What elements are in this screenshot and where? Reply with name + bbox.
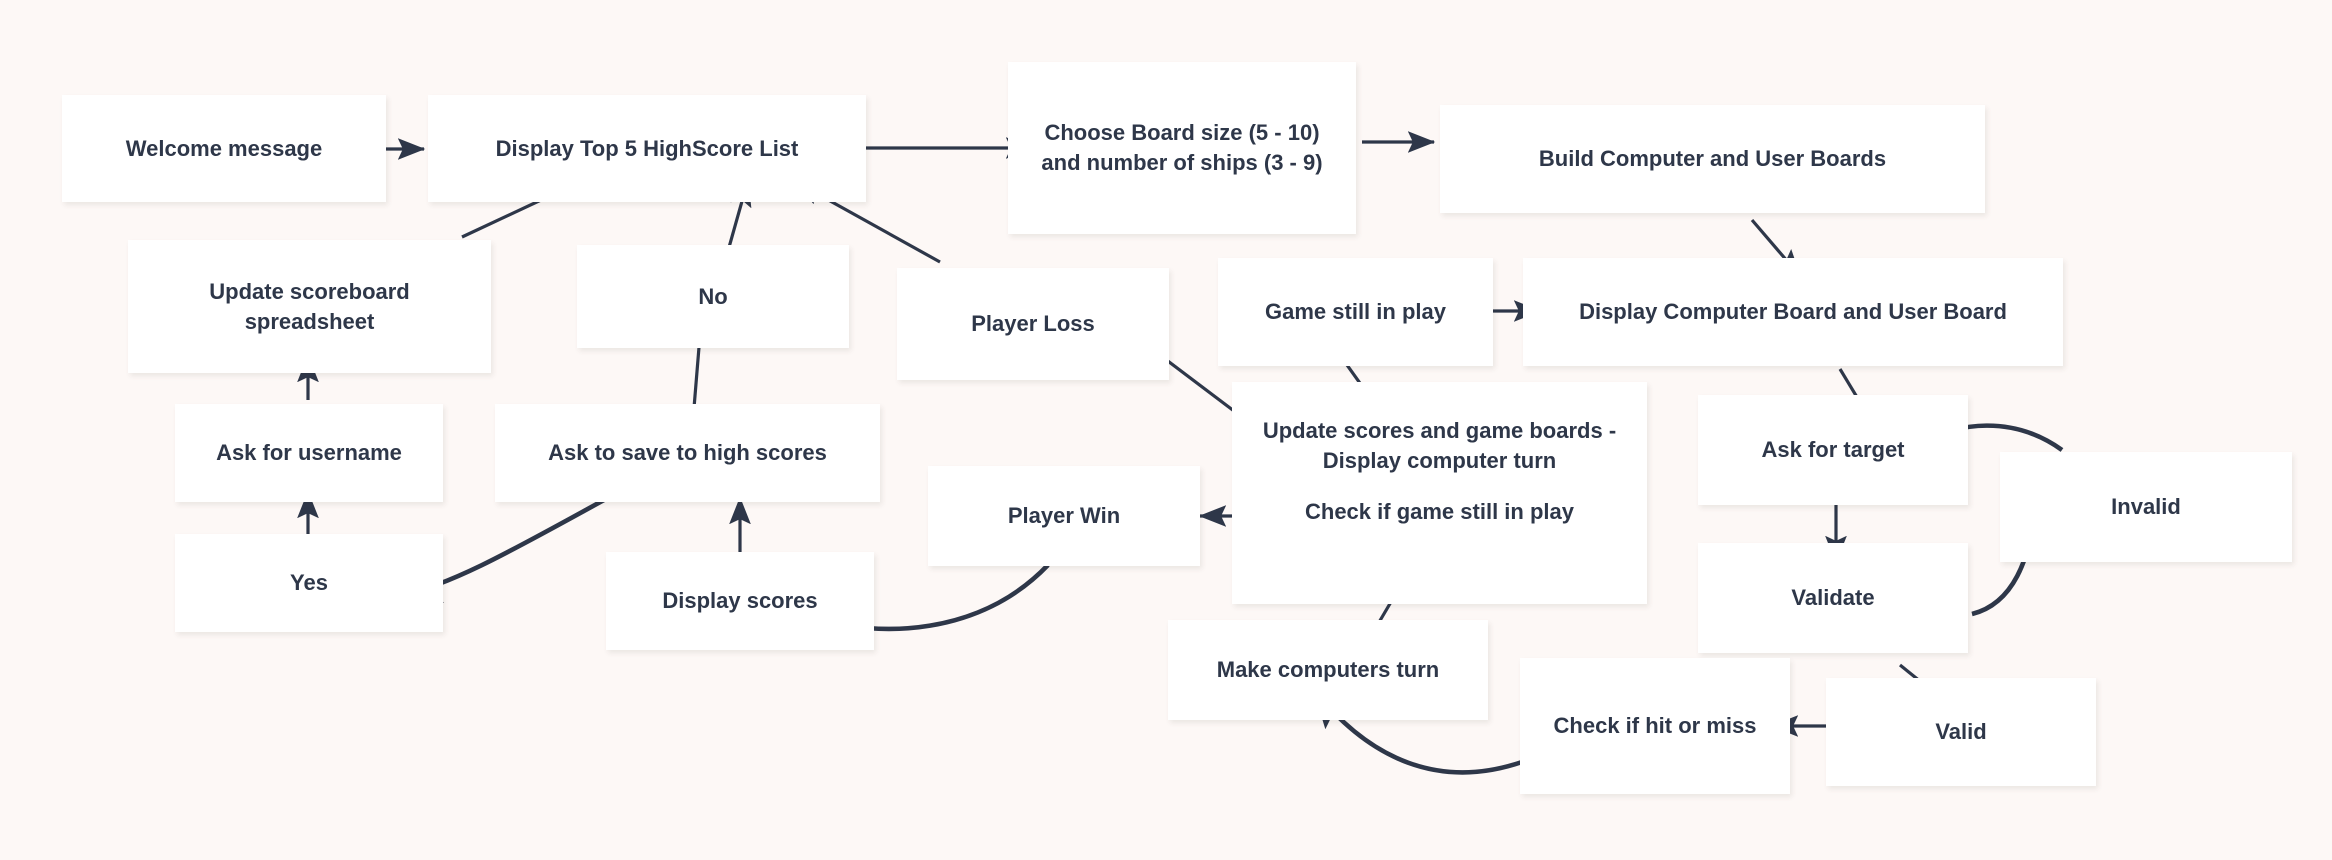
- node-label: Choose Board size (5 - 10) and number of…: [1041, 120, 1323, 175]
- node-display-scores[interactable]: Display scores: [606, 552, 874, 650]
- node-no[interactable]: No: [577, 245, 849, 348]
- node-label: Player Win: [1007, 503, 1121, 529]
- node-update-scores-and-game-boards[interactable]: Update scores and game boards - Display …: [1232, 382, 1647, 604]
- node-display-top5-highscore-list[interactable]: Display Top 5 HighScore List: [428, 95, 866, 202]
- node-welcome-message[interactable]: Welcome message: [62, 95, 386, 202]
- node-label: Game still in play: [1265, 299, 1446, 325]
- node-ask-for-username[interactable]: Ask for username: [175, 404, 443, 502]
- node-ask-for-target[interactable]: Ask for target: [1698, 395, 1968, 505]
- node-choose-board-size[interactable]: Choose Board size (5 - 10) and number of…: [1008, 62, 1356, 234]
- node-player-loss[interactable]: Player Loss: [897, 268, 1169, 380]
- node-label: Make computers turn: [1216, 657, 1440, 683]
- node-label: Display scores: [662, 588, 818, 614]
- node-build-computer-and-user-boards[interactable]: Build Computer and User Boards: [1440, 105, 1985, 213]
- node-label: Invalid: [2111, 494, 2181, 520]
- node-check-if-hit-or-miss[interactable]: Check if hit or miss: [1520, 658, 1790, 794]
- node-game-still-in-play[interactable]: Game still in play: [1218, 258, 1493, 366]
- node-player-win[interactable]: Player Win: [928, 466, 1200, 566]
- node-valid[interactable]: Valid: [1826, 678, 2096, 786]
- node-label: Ask to save to high scores: [548, 440, 827, 466]
- node-validate[interactable]: Validate: [1698, 543, 1968, 653]
- node-label: Ask for username: [216, 440, 402, 466]
- node-update-scoreboard-spreadsheet[interactable]: Update scoreboard spreadsheet: [128, 240, 491, 373]
- node-label: Ask for target: [1761, 437, 1905, 463]
- node-label: Update scores and game boards - Display …: [1262, 418, 1617, 473]
- node-invalid[interactable]: Invalid: [2000, 452, 2292, 562]
- node-label-secondary: Check if game still in play: [1305, 499, 1574, 525]
- node-label: Welcome message: [125, 135, 323, 161]
- node-label: Player Loss: [971, 311, 1095, 337]
- node-label: Display Computer Board and User Board: [1579, 299, 2007, 325]
- node-make-computers-turn[interactable]: Make computers turn: [1168, 620, 1488, 720]
- node-label: Update scoreboard spreadsheet: [209, 278, 410, 334]
- node-display-computer-board-and-user-board[interactable]: Display Computer Board and User Board: [1523, 258, 2063, 366]
- node-label: Valid: [1935, 719, 1987, 745]
- node-label: Display Top 5 HighScore List: [495, 135, 799, 161]
- node-label: Validate: [1791, 585, 1875, 611]
- node-ask-to-save-to-high-scores[interactable]: Ask to save to high scores: [495, 404, 880, 502]
- node-label: Build Computer and User Boards: [1538, 146, 1887, 172]
- node-label: Check if hit or miss: [1553, 713, 1757, 739]
- node-yes[interactable]: Yes: [175, 534, 443, 632]
- node-label: No: [698, 283, 728, 309]
- node-label: Yes: [290, 570, 328, 596]
